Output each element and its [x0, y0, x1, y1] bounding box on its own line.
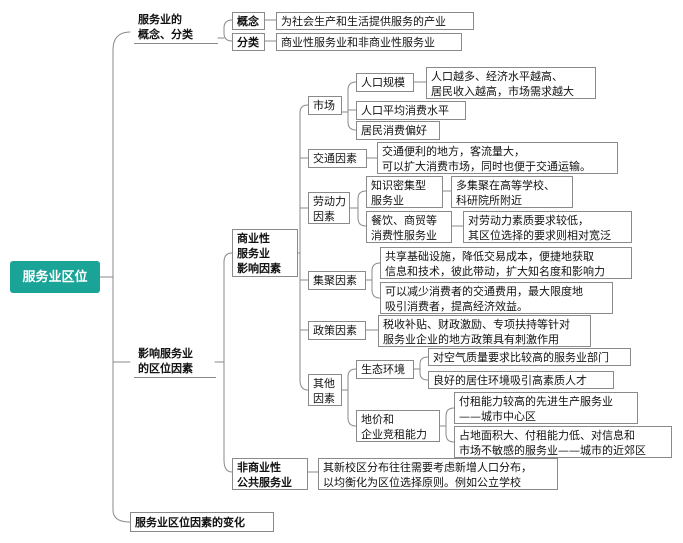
land-text2-line1: 占地面积大、付租能力低、对信息和	[459, 429, 635, 442]
per-capita-consumption: 人口平均消费水平	[356, 101, 466, 120]
land-text-suburbs: 占地面积大、付租能力低、对信息和 市场不敏感的服务业——城市的近郊区	[454, 426, 672, 458]
commercial-service-factors: 商业性 服务业 影响因素	[232, 229, 298, 277]
root-node: 服务业区位	[10, 261, 100, 293]
population-text-line2: 居民收入越高，市场需求越大	[431, 85, 574, 98]
catering-label-line1: 餐饮、商贸等	[371, 214, 437, 227]
concept-text: 为社会生产和生活提供服务的产业	[276, 12, 474, 30]
knowledge-text-line2: 科研院所附近	[456, 194, 522, 207]
branch-location-factors-line2: 的区位因素	[138, 362, 193, 375]
agglomeration-text1-line1: 共享基础设施，降低交易成本，便捷地获取	[385, 250, 594, 263]
catering-label-line2: 消费性服务业	[371, 229, 437, 242]
agglomeration-text-1: 共享基础设施，降低交易成本，便捷地获取 信息和技术，彼此带动，扩大知名度和影响力	[380, 247, 632, 279]
population-size-text: 人口越多、经济水平越高、 居民收入越高，市场需求越大	[426, 67, 596, 99]
labor-label-line1: 劳动力	[313, 195, 346, 208]
branch-concept-category: 服务业的 概念、分类	[134, 12, 218, 44]
land-text1-line2: ——城市中心区	[459, 410, 536, 423]
noncommercial-text-line2: 以均衡化为区位选择原则。例如公立学校	[323, 476, 521, 489]
agglomeration-text1-line2: 信息和技术，彼此带动，扩大知名度和影响力	[385, 265, 605, 278]
branch-location-factors: 影响服务业 的区位因素	[134, 346, 216, 378]
agglomeration-text2-line1: 可以减少消费者的交通费用，最大限度地	[385, 285, 583, 298]
category-label: 分类	[232, 33, 265, 51]
policy-text-line2: 服务业企业的地方政策具有刺激作用	[383, 333, 559, 346]
agglomeration-text-2: 可以减少消费者的交通费用，最大限度地 吸引消费者，提高经济效益。	[380, 282, 613, 314]
land-price-label: 地价和 企业竞租能力	[356, 410, 440, 442]
land-text1-line1: 付租能力较高的先进生产服务业	[459, 395, 613, 408]
traffic-text-line2: 可以扩大消费市场，同时也便于交通运输。	[382, 160, 591, 173]
other-factors-label: 其他 因素	[308, 374, 342, 406]
land-text2-line2: 市场不敏感的服务业——城市的近郊区	[459, 444, 646, 457]
knowledge-intensive-text: 多集聚在高等学校、 科研院所附近	[451, 176, 573, 208]
branch-concept-category-line1: 服务业的	[138, 13, 182, 26]
consumer-services-label: 餐饮、商贸等 消费性服务业	[366, 211, 452, 243]
population-size-label: 人口规模	[356, 73, 414, 92]
traffic-text-line1: 交通便利的地方，客流量大，	[382, 145, 525, 158]
branch-location-factors-line1: 影响服务业	[138, 347, 193, 360]
noncommercial-text-line1: 其新校区分布往往需要考虑新增人口分布，	[323, 461, 532, 474]
agglomeration-factor-label: 集聚因素	[308, 271, 366, 290]
commercial-line3: 影响因素	[237, 262, 281, 275]
noncommercial-text: 其新校区分布往往需要考虑新增人口分布， 以均衡化为区位选择原则。例如公立学校	[318, 458, 558, 490]
eco-text-living-environment: 良好的居住环境吸引高素质人才	[428, 371, 614, 389]
agglomeration-text2-line2: 吸引消费者，提高经济效益。	[385, 300, 528, 313]
branch-concept-category-line2: 概念、分类	[138, 28, 193, 41]
market-label: 市场	[308, 96, 342, 115]
policy-factor-label: 政策因素	[308, 321, 366, 340]
noncommercial-line2: 公共服务业	[237, 476, 292, 489]
land-label-line2: 企业竞租能力	[361, 428, 427, 441]
knowledge-text-line1: 多集聚在高等学校、	[456, 179, 555, 192]
commercial-line1: 商业性	[237, 232, 270, 245]
labor-label-line2: 因素	[313, 210, 335, 223]
land-text-city-center: 付租能力较高的先进生产服务业 ——城市中心区	[454, 392, 638, 424]
land-label-line1: 地价和	[361, 413, 394, 426]
consumer-preference: 居民消费偏好	[356, 121, 440, 140]
catering-text-line1: 对劳动力素质要求较低，	[468, 214, 589, 227]
policy-text-line1: 税收补贴、财政激励、专项扶持等针对	[383, 318, 570, 331]
other-label-line1: 其他	[313, 377, 335, 390]
knowledge-label-line2: 服务业	[371, 194, 404, 207]
other-label-line2: 因素	[313, 392, 335, 405]
branch-factor-changes: 服务业区位因素的变化	[130, 512, 274, 532]
policy-factor-text: 税收补贴、财政激励、专项扶持等针对 服务业企业的地方政策具有刺激作用	[378, 315, 591, 347]
knowledge-intensive-label: 知识密集型 服务业	[366, 176, 443, 208]
labor-factor-label: 劳动力 因素	[308, 192, 350, 224]
traffic-factor-text: 交通便利的地方，客流量大， 可以扩大消费市场，同时也便于交通运输。	[377, 142, 618, 174]
eco-text-air-quality: 对空气质量要求比较高的服务业部门	[428, 348, 631, 366]
traffic-factor-label: 交通因素	[308, 149, 367, 168]
noncommercial-line1: 非商业性	[237, 461, 281, 474]
consumer-services-text: 对劳动力素质要求较低， 其区位选择的要求则相对宽泛	[463, 211, 632, 243]
catering-text-line2: 其区位选择的要求则相对宽泛	[468, 229, 611, 242]
population-text-line1: 人口越多、经济水平越高、	[431, 70, 563, 83]
noncommercial-public-services: 非商业性 公共服务业	[232, 458, 308, 490]
ecological-environment-label: 生态环境	[356, 360, 414, 379]
commercial-line2: 服务业	[237, 247, 270, 260]
knowledge-label-line1: 知识密集型	[371, 179, 426, 192]
concept-label: 概念	[232, 12, 265, 30]
category-text: 商业性服务业和非商业性服务业	[276, 33, 462, 51]
